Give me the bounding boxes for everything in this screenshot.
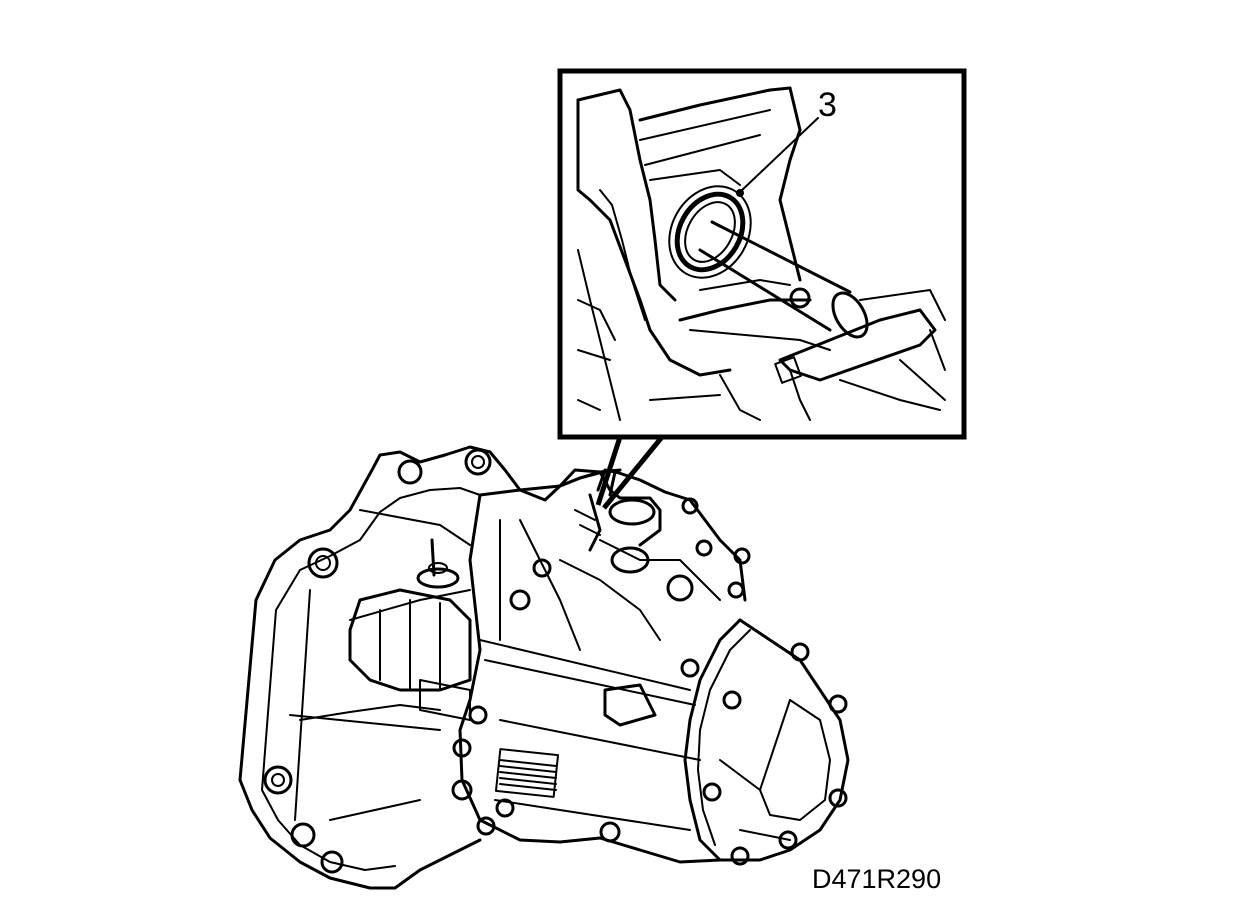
- gearbox-end-cover: [683, 618, 850, 866]
- callout-number-3: 3: [818, 86, 837, 124]
- detail-inset: 3: [557, 68, 967, 440]
- gearbox-main-case: [451, 468, 751, 864]
- gearbox-housing: [238, 445, 622, 890]
- figure-reference-code: D471R290: [812, 864, 941, 894]
- callout-pointer: [595, 435, 664, 510]
